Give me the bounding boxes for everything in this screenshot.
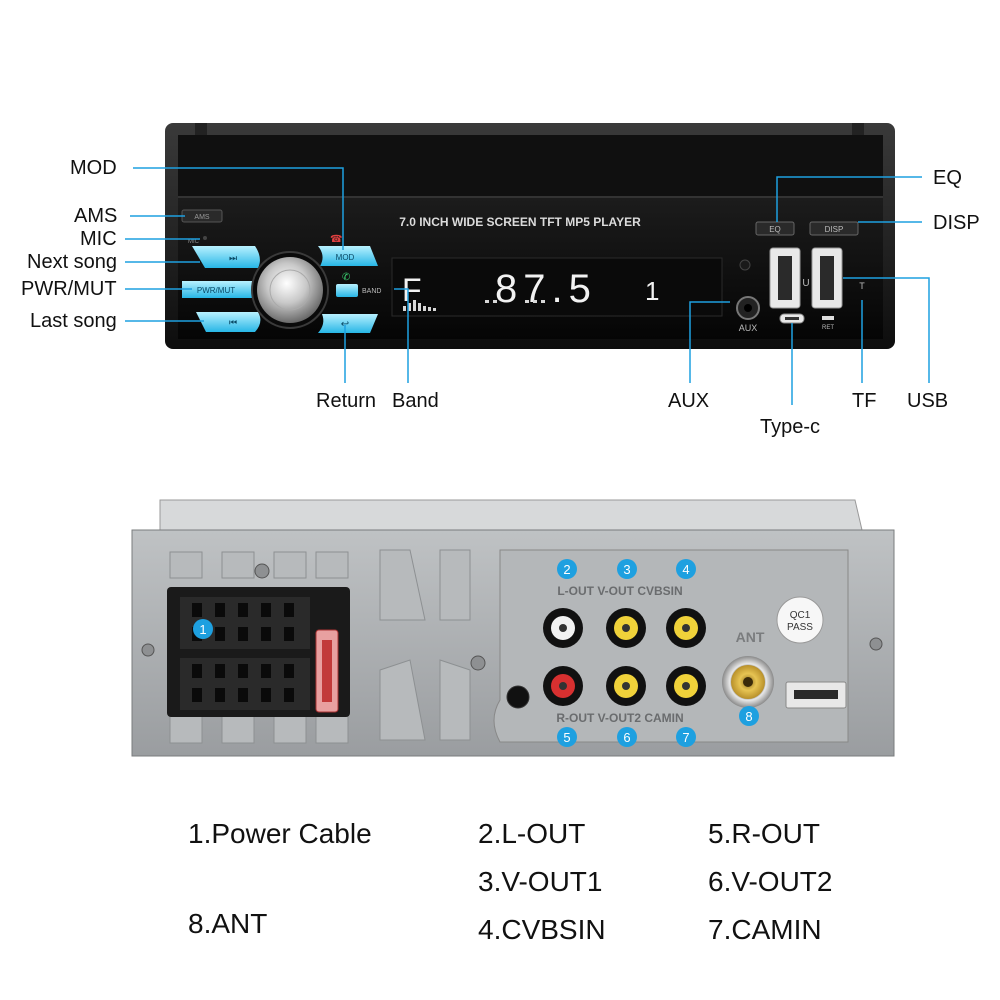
- marker-7: 7: [682, 730, 689, 745]
- ret-mark: RET: [822, 325, 834, 331]
- front-panel: 7.0 INCH WIDE SCREEN TFT MP5 PLAYER AMS …: [165, 123, 895, 349]
- dot-segments: [485, 300, 545, 303]
- tf-mark: T: [859, 281, 865, 291]
- marker-6: 6: [623, 730, 630, 745]
- vent-slots: [169, 549, 471, 744]
- marker-5: 5: [563, 730, 570, 745]
- callout-mod: MOD: [70, 157, 117, 179]
- lcd-display: [391, 257, 723, 317]
- display-band-letter: F: [402, 272, 422, 308]
- prev-icon: ⏮: [229, 317, 237, 327]
- qc-sticker: [776, 596, 824, 644]
- marker-2: 2: [563, 562, 570, 577]
- legend-item-5: 5.R-OUT: [708, 818, 820, 849]
- legend-item-2: 2.L-OUT: [478, 818, 586, 849]
- callout-band: Band: [392, 390, 439, 412]
- display-preset: 1: [645, 276, 659, 306]
- mic-hole: [203, 236, 207, 240]
- call-icon: ✆: [342, 272, 350, 283]
- callout-type-c: Type-c: [760, 416, 821, 438]
- legend-item-3: 3.V-OUT1: [478, 866, 603, 897]
- disp-button[interactable]: [809, 221, 859, 236]
- rear-panel: L-OUT V-OUT CVBSIN R-OUT V-OUT2 CAMIN AN…: [131, 499, 895, 757]
- marker-8: 8: [745, 709, 752, 724]
- aux-mark: AUX: [739, 323, 758, 333]
- eq-button-label: EQ: [769, 225, 781, 234]
- callout-usb: USB: [907, 390, 949, 412]
- next-icon: ⏭: [229, 253, 237, 263]
- bottom-row-label: R-OUT V-OUT2 CAMIN: [556, 711, 683, 725]
- pwr-mut-button[interactable]: [182, 281, 255, 298]
- legend-item-4: 4.CVBSIN: [478, 914, 606, 945]
- callout-next-song: Next song: [27, 251, 118, 273]
- legend-item-7: 7.CAMIN: [708, 914, 822, 945]
- marker-4: 4: [682, 562, 689, 577]
- return-button[interactable]: [318, 314, 378, 333]
- callout-pwr-mut: PWR/MUT: [21, 278, 117, 300]
- qc-line1: QC1: [790, 610, 811, 621]
- last-song-button[interactable]: [196, 312, 261, 332]
- signal-bars-icon: [403, 300, 436, 311]
- disp-button-label: DISP: [825, 225, 844, 234]
- display-frequency: 87.5: [495, 267, 597, 311]
- mod-button-label: MOD: [336, 253, 355, 262]
- ams-button-label: AMS: [194, 214, 210, 221]
- rear-top-lip: [159, 499, 863, 531]
- marker-1: 1: [199, 622, 206, 637]
- volume-knob[interactable]: [257, 257, 323, 323]
- rca-jacks-top: [543, 608, 706, 648]
- callout-aux: AUX: [668, 390, 710, 412]
- screen-caption: 7.0 INCH WIDE SCREEN TFT MP5 PLAYER: [399, 215, 641, 229]
- legend-item-1: 1.Power Cable: [188, 818, 372, 849]
- number-markers: 1 2 3 4 5 6 7 8: [193, 559, 759, 747]
- reset-hole[interactable]: [822, 316, 834, 320]
- callout-ams: AMS: [74, 205, 118, 227]
- top-row-label: L-OUT V-OUT CVBSIN: [557, 584, 682, 598]
- front-leader-lines: [125, 167, 930, 405]
- return-icon: ↩: [341, 319, 349, 330]
- callout-mic: MIC: [80, 228, 117, 250]
- callout-return: Return: [316, 390, 377, 412]
- mic-grill-icon: [739, 259, 751, 271]
- callout-tf: TF: [852, 390, 877, 412]
- rca-jacks-bottom: [543, 666, 706, 706]
- mod-button[interactable]: [318, 246, 378, 266]
- legend-item-6: 6.V-OUT2: [708, 866, 833, 897]
- eq-button[interactable]: [755, 221, 795, 236]
- pwr-mut-label: PWR/MUT: [197, 286, 235, 295]
- wire-jack[interactable]: [506, 685, 530, 709]
- top-flap: [178, 135, 883, 197]
- callout-eq: EQ: [933, 167, 962, 189]
- next-song-button[interactable]: [192, 246, 260, 268]
- qc-line2: PASS: [787, 622, 813, 633]
- band-button[interactable]: [336, 284, 358, 297]
- callout-disp: DISP: [933, 212, 980, 234]
- callout-last-song: Last song: [30, 310, 117, 332]
- hangup-icon: ☎: [330, 234, 342, 245]
- marker-3: 3: [623, 562, 630, 577]
- legend-item-8: 8.ANT: [188, 908, 268, 939]
- mic-mark: MIC: [188, 239, 200, 245]
- ant-label: ANT: [736, 629, 765, 645]
- usb-mark: U: [802, 278, 809, 289]
- band-button-label: BAND: [362, 288, 381, 295]
